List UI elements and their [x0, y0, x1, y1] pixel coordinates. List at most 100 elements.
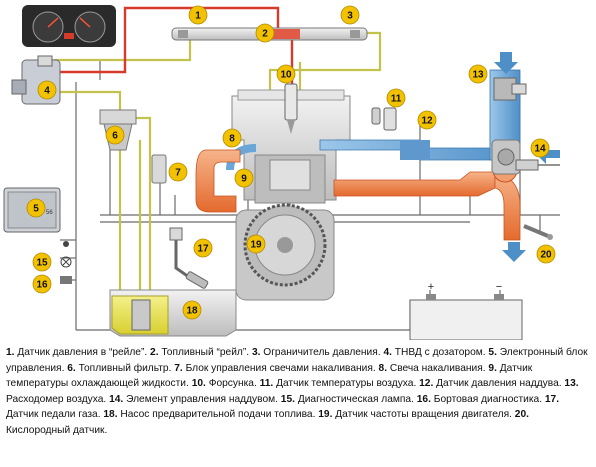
- legend-number: 14: [109, 393, 121, 405]
- legend-number: 5: [488, 347, 495, 358]
- legend-item: 11. Датчик температуры воздуха.: [260, 378, 420, 389]
- legend-number-dot: .: [556, 393, 560, 405]
- badge-7: 7: [168, 162, 188, 182]
- badge-20: 20: [536, 244, 556, 264]
- legend-number-dot: .: [389, 347, 395, 358]
- badge-number: 4: [44, 86, 50, 97]
- badge-circle: [105, 125, 125, 145]
- legend-text: Диагностическая лампа: [297, 393, 412, 405]
- badge-4: 4: [37, 80, 57, 100]
- battery: + −: [409, 281, 523, 340]
- legend-number-dot: .: [72, 362, 79, 374]
- badge-number: 10: [280, 70, 292, 81]
- glow-control-unit: [151, 154, 167, 184]
- legend-text: Кислородный датчик: [6, 424, 105, 436]
- legend-text: ТНВД с дозатором: [394, 347, 483, 358]
- legend-separator: .: [186, 378, 192, 390]
- boost-pressure-sensor: [383, 107, 397, 131]
- legend-item: 19. Датчик частоты вращения двигателя.: [318, 409, 515, 420]
- badge-circle: [168, 162, 188, 182]
- badge-5: 5: [26, 198, 46, 218]
- badge-10: 10: [276, 64, 296, 84]
- legend-number: 3: [251, 347, 258, 358]
- high-pressure-line: [60, 6, 280, 74]
- injector: [284, 83, 298, 134]
- legend-number: 11: [259, 378, 271, 390]
- badge-circle: [536, 244, 556, 264]
- legend-number-dot: .: [329, 409, 336, 421]
- legend-text: Блок управления свечами накаливания: [185, 362, 373, 374]
- legend-separator: .: [377, 347, 384, 358]
- badge-number: 18: [186, 306, 198, 317]
- badge-circle: [26, 198, 46, 218]
- badge-number: 8: [229, 134, 235, 145]
- legend-text: Насос предварительной подачи топлива: [120, 409, 313, 421]
- badge-number: 19: [250, 240, 262, 251]
- legend-item: 10. Форсунка.: [192, 378, 260, 389]
- legend-number-dot: .: [155, 347, 162, 358]
- legend-item: 15. Диагностическая лампа.: [281, 394, 417, 405]
- legend-text: Элемент управления наддувом: [126, 393, 276, 405]
- legend-number: 19: [318, 409, 330, 421]
- legend-item: 1. Датчик давления в “рейле”.: [6, 347, 150, 358]
- legend-number-dot: .: [494, 362, 500, 374]
- legend-separator: .: [312, 409, 319, 421]
- legend-number: 17: [544, 393, 557, 405]
- legend-separator: .: [539, 393, 545, 405]
- badge-circle: [246, 234, 266, 254]
- badge-1: 1: [188, 5, 208, 25]
- turbocharger: [491, 139, 521, 175]
- legend-number-dot: .: [430, 378, 437, 390]
- badge-number: 7: [175, 168, 181, 179]
- badge-circle: [193, 238, 213, 258]
- legend-number-dot: .: [494, 347, 500, 358]
- legend-number: 15: [280, 393, 293, 405]
- legend-number-dot: .: [114, 409, 121, 421]
- legend-text: Топливный “рейл”: [161, 347, 247, 358]
- badge-circle: [417, 110, 437, 130]
- legend-separator: .: [246, 347, 252, 358]
- badge-circle: [32, 274, 52, 294]
- dashboard-cluster: [22, 5, 116, 47]
- legend-item: 18. Насос предварительной подачи топлива…: [103, 409, 318, 420]
- legend-number-dot: .: [575, 378, 579, 390]
- badge-circle: [276, 64, 296, 84]
- legend-item: 9. Датчик температуры охлаждающей жидкос…: [6, 363, 532, 390]
- legend-number: 16: [416, 393, 429, 405]
- badge-circle: [255, 23, 275, 43]
- legend-separator: .: [144, 347, 151, 358]
- legend-text: Электронный блок управления: [6, 347, 588, 374]
- legend-item: 5. Электронный блок управления.: [6, 347, 588, 374]
- legend-text: Датчик температуры воздуха: [276, 378, 414, 390]
- legend-text: Бортовая диагностика: [433, 393, 540, 405]
- legend-number-dot: .: [384, 362, 390, 374]
- badge-number: 14: [534, 144, 546, 155]
- badge-circle: [37, 80, 57, 100]
- badge-number: 15: [36, 258, 48, 269]
- air-temperature-sensor: [371, 107, 381, 125]
- legend-text: Датчик частоты вращения двигателя: [335, 409, 510, 421]
- legend-separator: .: [558, 378, 565, 390]
- legend: 1. Датчик давления в “рейле”. 2. Топливн…: [6, 345, 592, 465]
- badge-circle: [188, 5, 208, 25]
- legend-separator: .: [104, 424, 108, 436]
- legend-number-dot: .: [120, 393, 127, 405]
- badge-3: 3: [340, 5, 360, 25]
- legend-number: 1: [6, 347, 12, 358]
- legend-text: Свеча накаливания: [389, 362, 483, 374]
- legend-number-dot: .: [11, 347, 18, 358]
- legend-item: 3. Ограничитель давления.: [252, 347, 384, 358]
- air-flow-meter: [493, 77, 527, 101]
- legend-number-dot: .: [270, 378, 277, 390]
- legend-item: 12. Датчик давления наддува.: [419, 378, 564, 389]
- legend-number: 9: [488, 362, 495, 374]
- badge-number: 20: [540, 250, 552, 261]
- badge-12: 12: [417, 110, 437, 130]
- legend-item: 16. Бортовая диагностика.: [417, 394, 545, 405]
- legend-item: 14. Элемент управления наддувом.: [109, 394, 281, 405]
- badge-number: 1: [195, 11, 201, 22]
- badge-number: 6: [112, 131, 118, 142]
- badge-15: 15: [32, 252, 52, 272]
- diagnostic-lamp: [60, 241, 72, 268]
